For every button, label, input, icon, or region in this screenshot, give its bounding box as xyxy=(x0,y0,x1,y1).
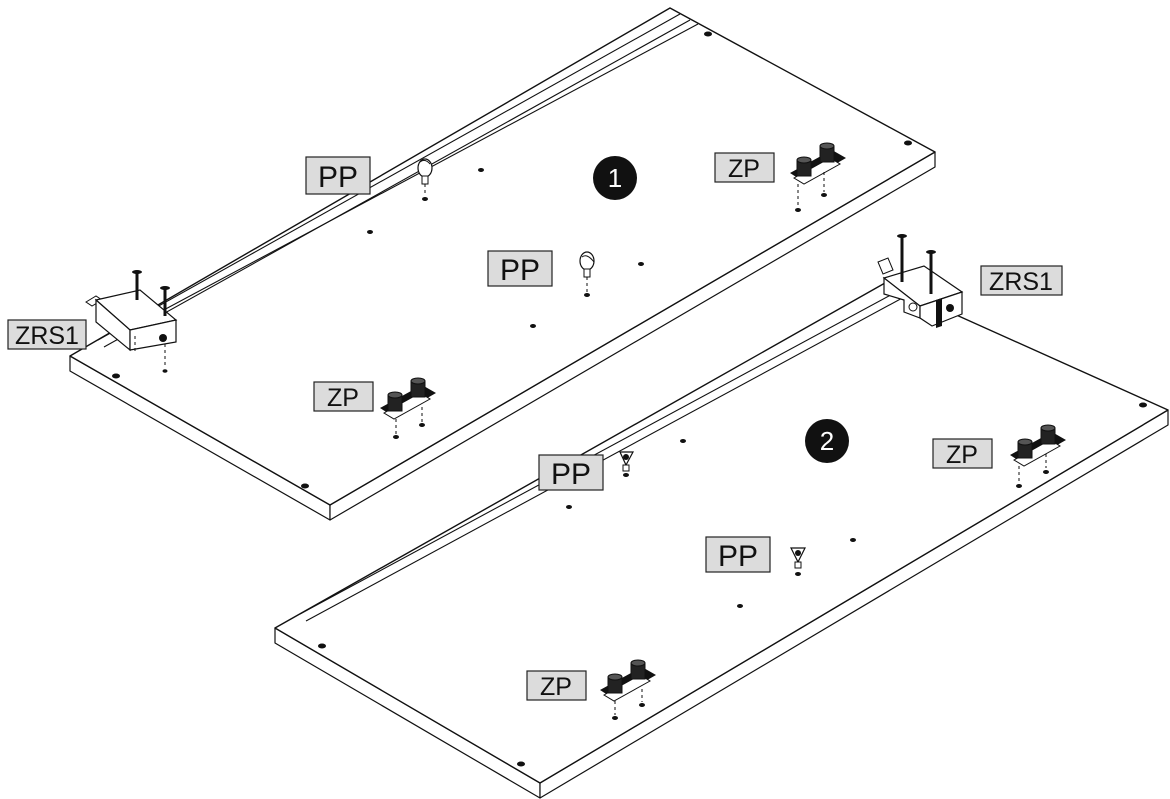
zrs1-bracket-1 xyxy=(85,270,178,373)
label-zp-a-text: ZP xyxy=(728,155,760,183)
panel-1-groove-a xyxy=(97,13,681,341)
panel-1-holes xyxy=(112,31,912,489)
label-zp-d: ZP xyxy=(526,670,587,701)
label-zp-c-text: ZP xyxy=(946,441,978,469)
pp-fitting-1b xyxy=(579,251,595,297)
label-zp-b: ZP xyxy=(313,381,374,412)
label-pp-b: PP xyxy=(487,250,553,287)
zp-connector-1a xyxy=(790,142,846,212)
label-zrs1-a: ZRS1 xyxy=(7,319,87,350)
zrs1-bracket-2 xyxy=(877,234,964,328)
label-zp-b-text: ZP xyxy=(327,384,359,412)
panel-2-holes xyxy=(318,402,1147,767)
step-badge-2: 2 xyxy=(805,419,849,463)
label-zrs1-b-text: ZRS1 xyxy=(989,268,1053,296)
panel-1-groove-b xyxy=(103,19,691,348)
label-zp-d-text: ZP xyxy=(540,673,572,701)
panel-2-groove-a xyxy=(299,290,899,615)
panel-2-top-face xyxy=(274,282,1169,784)
zp-connector-2a xyxy=(1010,424,1066,488)
pp-fitting-2b xyxy=(790,547,806,576)
label-pp-d: PP xyxy=(705,536,771,573)
label-pp-a-text: PP xyxy=(318,161,358,194)
label-zp-c: ZP xyxy=(932,438,993,469)
label-pp-c: PP xyxy=(538,454,604,491)
step-badge-1: 1 xyxy=(593,156,637,200)
label-pp-a: PP xyxy=(305,156,371,195)
pp-fitting-2a xyxy=(619,451,635,477)
zp-connector-1b xyxy=(380,377,436,439)
panel-2: 2 xyxy=(274,234,1169,799)
label-zrs1-b: ZRS1 xyxy=(980,265,1063,296)
pp-fitting-1a xyxy=(417,158,433,201)
zp-connector-2b xyxy=(600,659,656,720)
label-zp-a: ZP xyxy=(714,152,775,183)
label-pp-d-text: PP xyxy=(718,540,758,573)
step-number-2: 2 xyxy=(820,426,834,456)
label-pp-b-text: PP xyxy=(500,254,540,287)
step-number-1: 1 xyxy=(608,163,622,193)
panel-2-groove-b xyxy=(305,295,907,622)
label-pp-c-text: PP xyxy=(551,458,591,491)
label-zrs1-a-text: ZRS1 xyxy=(15,322,79,350)
